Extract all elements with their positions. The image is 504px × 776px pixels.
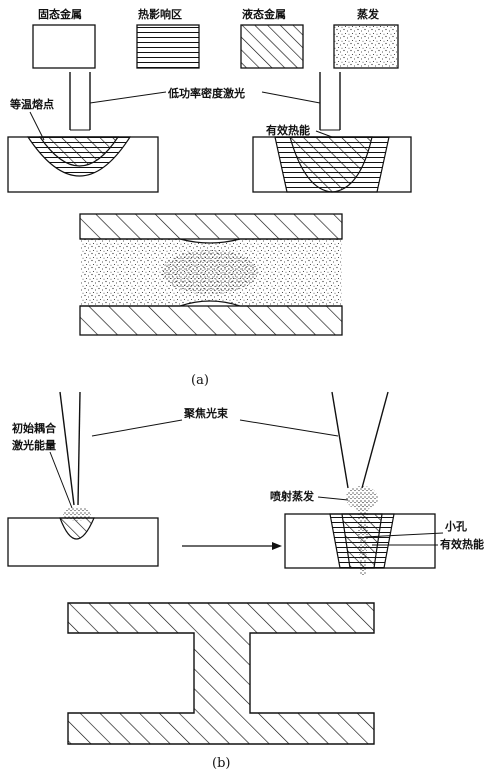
effective-heat-label-b: 有效热能	[440, 537, 484, 551]
legend-heat-affected-zone-swatch	[136, 24, 200, 69]
legend-solid-metal-label: 固态金属	[38, 7, 82, 21]
initial-vapor-plume	[63, 507, 91, 521]
focused-beam-right	[331, 391, 389, 489]
initial-coupling-label-line1: 初始耦合	[12, 421, 57, 435]
legend-liquid-metal-swatch	[240, 24, 304, 69]
part-b: 聚焦光束 初始耦合 激光能量	[7, 391, 484, 771]
vapor-dense-core-a	[162, 250, 258, 294]
initial-melt-pool	[59, 517, 95, 540]
legend-vapor-label: 蒸发	[357, 7, 380, 21]
legend-solid-metal-swatch	[32, 24, 96, 69]
caption-a: (a)	[191, 373, 209, 388]
legend-vapor-swatch	[333, 24, 399, 69]
effective-heat-workpiece	[252, 136, 412, 193]
legend-liquid-metal-label: 液态金属	[242, 7, 286, 21]
spray-vapor-plume	[346, 486, 378, 510]
joined-plates-a	[79, 213, 343, 336]
part-a: 低功率密度激光 等温熔点 有效热能 (a)	[7, 72, 412, 388]
isotherm-melting-point-label: 等温熔点	[9, 97, 54, 111]
focused-beam-label: 聚焦光束	[183, 406, 229, 420]
lower-plate-a	[79, 305, 343, 336]
conduction-melt-pool	[38, 136, 120, 167]
low-power-laser-beam-right	[319, 72, 341, 131]
keyhole	[357, 500, 369, 575]
conduction-weld-workpiece	[7, 136, 159, 193]
initial-coupling-label-line2: 激光能量	[12, 438, 56, 452]
upper-plate-a	[79, 213, 343, 240]
legend: 固态金属 热影响区 液态金属 蒸发	[32, 7, 399, 69]
legend-heat-affected-zone-label: 热影响区	[138, 7, 182, 21]
keyhole-workpiece	[284, 486, 436, 575]
keyhole-label: 小孔	[444, 519, 467, 533]
process-arrow	[182, 542, 282, 550]
spray-vapor-label: 喷射蒸发	[270, 489, 315, 503]
focused-beam-left	[59, 391, 81, 506]
effective-heat-label-a: 有效热能	[266, 123, 310, 137]
caption-b: (b)	[212, 756, 230, 771]
effective-heat-melt-pool	[289, 136, 373, 193]
deep-penetration-weld-section	[67, 602, 375, 745]
low-power-laser-label: 低功率密度激光	[167, 86, 245, 100]
low-power-laser-beam-left	[69, 72, 91, 131]
initial-coupling-workpiece	[7, 507, 159, 567]
